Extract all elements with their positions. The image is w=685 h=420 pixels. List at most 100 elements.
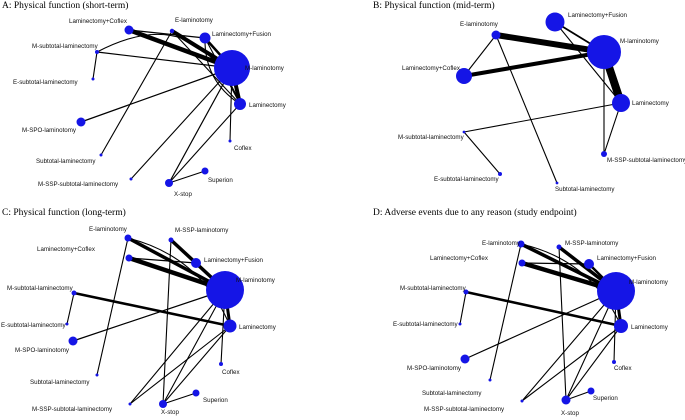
node-e_sub	[498, 172, 502, 176]
edge-e_lam-sub_lam	[96, 237, 129, 376]
node-lam_fusion	[545, 12, 565, 32]
edge-m_sub-laminectomy	[72, 291, 232, 328]
node-sub_lam	[95, 373, 99, 377]
edge-m_lam-m_spo	[464, 290, 617, 360]
edge-laminectomy-xstop	[168, 103, 241, 184]
node-m_lam	[214, 50, 250, 86]
node-m_ssp_lam	[168, 237, 174, 243]
edge-e_lam-laminectomy	[127, 237, 231, 327]
node-m_sub	[463, 289, 469, 295]
node-lam_fusion	[199, 32, 211, 44]
network-panel-b: E-laminotomyLaminectomy+FusionM-laminoto…	[398, 12, 685, 193]
node-coflex	[612, 360, 616, 364]
edge-m_lam-m_spo	[72, 289, 226, 342]
edge-m_sub-e_sub	[459, 291, 467, 325]
edge-m_lam-m_ssp	[129, 289, 226, 405]
node-e_sub	[65, 322, 69, 326]
node-lam_fusion	[584, 259, 594, 269]
node-e_lam	[517, 240, 525, 248]
node-label-xstop: X-stop	[561, 410, 579, 417]
edge-lam_coflex-m_lam	[462, 50, 606, 78]
edge-m_lam-m_ssp	[130, 67, 233, 180]
node-m_spo	[460, 354, 470, 364]
node-label-m_lam: M-laminotomy	[236, 277, 276, 284]
node-label-m_lam: M-laminotomy	[629, 279, 669, 286]
node-xstop	[561, 395, 571, 405]
edge-m_lam-xstop	[565, 290, 617, 401]
node-label-e_lam: E-laminotomy	[89, 226, 128, 233]
node-m_sub	[462, 130, 466, 134]
node-label-lam_coflex: Laminectomy+Coflex	[430, 255, 489, 262]
node-lam_coflex	[125, 254, 133, 262]
node-sub_lam	[488, 378, 492, 382]
edges	[80, 27, 242, 184]
node-label-e_sub: E-subtotal-laminectomy	[1, 322, 67, 329]
edge-lam_coflex-lam_fusion	[128, 29, 206, 39]
node-label-lam_fusion: Laminectomy+Fusion	[204, 257, 264, 264]
edge-m_sub-m_lam	[96, 51, 233, 69]
edge-laminectomy-m_ssp	[521, 325, 622, 402]
edge-lam_fusion-laminectomy	[204, 37, 241, 105]
edge-laminectomy-xstop	[162, 325, 231, 405]
node-m_ssp	[601, 151, 607, 157]
node-label-e_sub: E-subtotal-laminectomy	[393, 321, 459, 328]
node-xstop	[159, 400, 167, 408]
node-lam_coflex	[124, 25, 134, 35]
edge-lam_fusion-laminectomy	[554, 21, 622, 104]
node-laminectomy	[223, 319, 237, 333]
nodes	[65, 234, 244, 408]
node-label-m_ssp: M-SSP-subtotal-laminectomy	[32, 406, 113, 413]
node-coflex	[228, 139, 232, 143]
node-m_lam	[206, 271, 244, 309]
node-e_lam	[124, 234, 132, 242]
node-e_lam	[491, 30, 501, 40]
node-m_ssp_lam	[556, 244, 562, 250]
node-sub_lam	[555, 181, 559, 185]
node-label-m_ssp: M-SSP-subtotal-laminectomy	[38, 181, 119, 188]
edge-e_lam-laminectomy	[171, 30, 241, 105]
node-e_lam	[169, 28, 175, 34]
node-xstop	[165, 179, 173, 187]
node-superion	[587, 387, 595, 395]
node-label-m_spo: M-SPO-laminotomy	[407, 365, 462, 372]
panel-d-title: D: Adverse events due to any reason (stu…	[373, 208, 577, 218]
node-label-m_sub: M-subtotal-laminectomy	[7, 285, 74, 292]
node-m_lam	[597, 272, 635, 310]
node-label-sub_lam: Subtotal-laminectomy	[36, 158, 96, 165]
edge-m_sub-laminectomy	[464, 290, 623, 328]
edge-e_lam-laminectomy	[520, 243, 622, 327]
node-label-m_sub: M-subtotal-laminectomy	[398, 134, 465, 141]
edge-m_lam-m_spo	[80, 67, 233, 123]
edge-m_sub-e_sub	[92, 51, 98, 80]
node-label-superion: Superion	[203, 397, 228, 404]
edge-xstop-superion	[168, 170, 206, 184]
edge-lam_coflex-e_lam	[463, 34, 497, 77]
panel-a-title: A: Physical function (short-term)	[2, 1, 129, 11]
edge-m_ssp_lam-xstop	[162, 239, 172, 405]
node-m_lam	[587, 35, 621, 69]
node-label-e_lam: E-laminotomy	[460, 21, 499, 28]
node-label-superion: Superion	[208, 177, 233, 184]
node-label-m_lam: M-laminotomy	[620, 38, 660, 45]
node-label-xstop: X-stop	[174, 191, 192, 198]
panel-c-title: C: Physical function (long-term)	[2, 208, 126, 218]
edge-m_ssp_lam-xstop	[558, 246, 567, 401]
edge-e_lam-sub_lam	[495, 34, 558, 184]
node-coflex	[219, 362, 223, 366]
node-label-lam_fusion: Laminectomy+Fusion	[597, 255, 657, 262]
node-label-sub_lam: Subtotal-laminectomy	[30, 379, 90, 386]
node-laminectomy	[614, 319, 628, 333]
edge-laminectomy-m_ssp	[129, 325, 231, 405]
node-label-coflex: Coflex	[222, 369, 240, 376]
node-label-sub_lam: Subtotal-laminectomy	[422, 390, 482, 397]
edge-e_lam-sub_lam	[489, 243, 522, 381]
nodes	[76, 25, 250, 187]
panel-b-title: B: Physical function (mid-term)	[373, 1, 495, 11]
edge-m_lam-m_ssp	[521, 290, 617, 402]
node-label-m_ssp: M-SSP-subtotal-laminectomy	[424, 406, 505, 413]
nodes	[456, 12, 630, 185]
